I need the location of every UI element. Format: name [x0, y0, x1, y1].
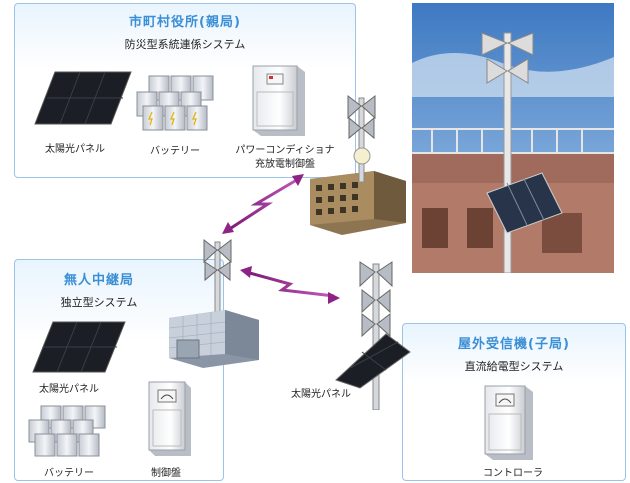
relay-controller-label: 制御盤: [151, 468, 181, 479]
pole-solar-label: 太陽光パネル: [291, 389, 351, 400]
relay-tower-icon: [200, 236, 234, 346]
arrow-head-outdoor: [328, 292, 340, 304]
city-hall-battery-label: バッテリー: [150, 146, 200, 157]
city-hall-solar-label: 太陽光パネル: [45, 144, 105, 155]
battery-icon: [135, 74, 215, 132]
arrow-head-relay-lower: [240, 266, 252, 278]
relay-solar-panel-icon: [31, 320, 127, 374]
link-relay-outdoor: [245, 270, 335, 298]
arrow-head-cityhall: [292, 174, 304, 186]
city-hall-title: 市町村役所(親局): [129, 15, 241, 30]
outdoor-station-subtitle: 直流給電型システム: [464, 360, 564, 373]
relay-battery-icon: [25, 404, 109, 460]
relay-controller-icon: [143, 380, 193, 458]
relay-station-title: 無人中継局: [63, 273, 134, 288]
relay-solar-label: 太陽光パネル: [39, 384, 99, 395]
city-hall-panel: 市町村役所(親局) 防災型系統連係システム 太陽光パネル バッテリー: [14, 3, 356, 178]
power-conditioner-icon: [245, 64, 307, 138]
relay-battery-label: バッテリー: [44, 468, 94, 479]
outdoor-station-title: 屋外受信機(子局): [458, 337, 570, 352]
relay-building-icon: [163, 304, 263, 370]
city-hall-tower-icon: [344, 92, 378, 182]
relay-station-panel: 無人中継局 独立型システム 太陽光パネル バッテリー: [14, 259, 224, 481]
city-hall-building-icon: [302, 163, 410, 239]
city-hall-subtitle: 防災型系統連係システム: [124, 38, 246, 51]
outdoor-controller-label: コントローラ: [483, 468, 543, 479]
outdoor-controller-icon: [479, 384, 535, 462]
link-cityhall-relay: [227, 176, 301, 232]
outdoor-station-panel: 屋外受信機(子局) 直流給電型システム コントローラ: [402, 323, 626, 481]
solar-panel-icon: [33, 70, 133, 126]
speaker-pole-photo: [412, 3, 614, 273]
outdoor-tower-icon: [348, 258, 408, 410]
relay-station-subtitle: 独立型システム: [60, 296, 138, 309]
arrow-head-relay-upper: [222, 222, 234, 234]
pcs-label-line1: パワーコンディショナ: [235, 145, 335, 156]
pole-solar-panel-icon: [332, 330, 412, 390]
pcs-label-line2: 充放電制御盤: [255, 159, 315, 170]
